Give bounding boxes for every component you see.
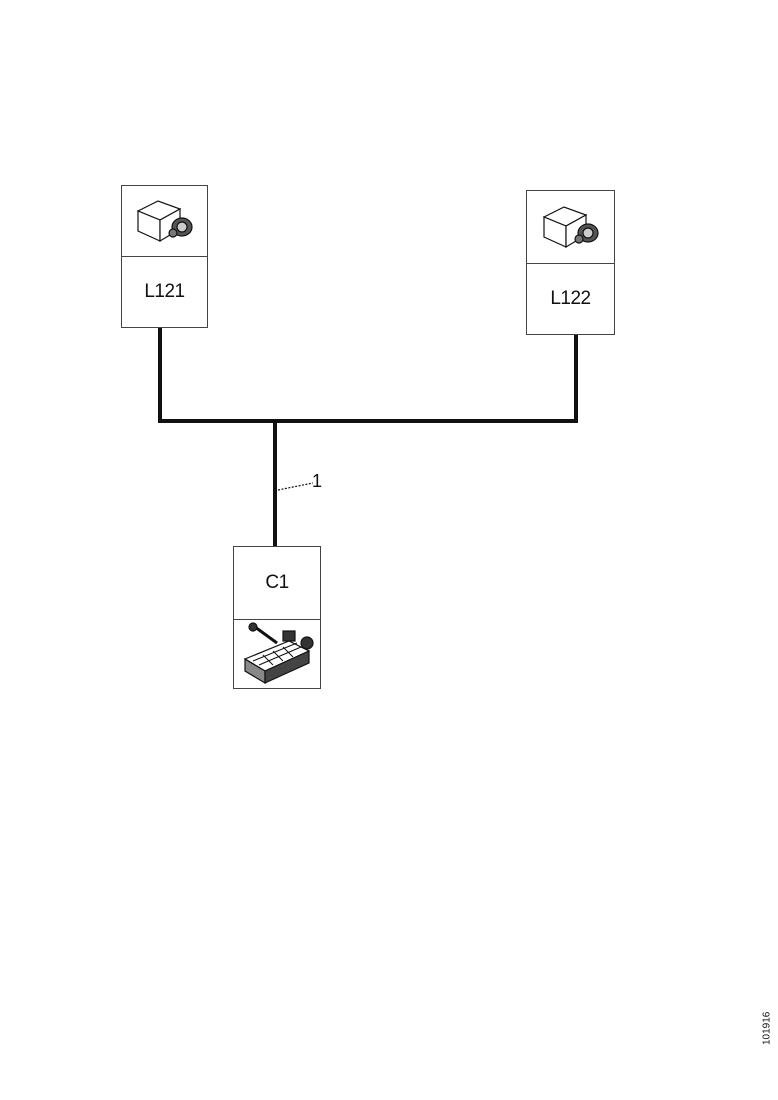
relay-icon xyxy=(122,186,207,256)
component-label: L121 xyxy=(122,256,207,327)
component-label: L122 xyxy=(527,263,614,334)
component-l122: L122 xyxy=(526,190,615,335)
wire-label: 1 xyxy=(312,471,322,491)
component-c1: C1 xyxy=(233,546,321,689)
connector-icon xyxy=(234,619,320,688)
document-number: 101916 xyxy=(761,1011,773,1045)
wire-leader-line xyxy=(277,482,314,491)
component-label: C1 xyxy=(265,572,289,593)
relay-icon xyxy=(527,191,614,263)
component-l121: L121 xyxy=(121,185,208,328)
